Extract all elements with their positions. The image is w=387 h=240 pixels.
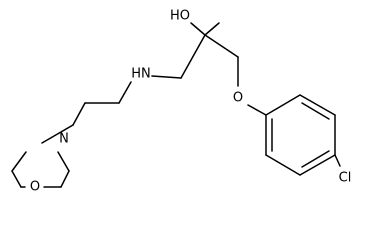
bond-ch2-nh bbox=[151, 75, 182, 79]
morpholine-oxygen-label: O bbox=[30, 180, 40, 195]
ring-bond-5 bbox=[265, 154, 301, 176]
chlorine-label: Cl bbox=[339, 171, 352, 186]
hydroxyl-label: HO bbox=[170, 9, 190, 24]
bond-c-cl bbox=[334, 154, 341, 167]
bond-n-ring-top bbox=[41, 124, 74, 144]
bond-ch2-n-morpholine bbox=[72, 102, 86, 126]
bond-ring-c1-c2 bbox=[60, 170, 70, 188]
bond-o-aryl bbox=[247, 104, 267, 116]
bond-c-ch2-left bbox=[180, 34, 206, 79]
bond-c-oh bbox=[190, 22, 206, 36]
ring-bond-4 bbox=[299, 154, 336, 176]
morpholine-nitrogen-label: N bbox=[59, 132, 69, 147]
ring-bond-1 bbox=[265, 94, 301, 116]
bond-nh-ch2 bbox=[118, 81, 132, 104]
bond-ring-c4-n bbox=[11, 151, 27, 172]
ether-oxygen-label: O bbox=[233, 91, 243, 106]
bond-ring-n-c1 bbox=[57, 151, 70, 172]
ring-bond-2 bbox=[299, 94, 336, 116]
ring-double-bond-2 bbox=[301, 150, 330, 168]
bond-c-ch2-right bbox=[204, 34, 239, 58]
bond-ring-c3-c4 bbox=[11, 170, 22, 188]
bond-c-methyl bbox=[204, 22, 220, 36]
ring-double-bond-1 bbox=[301, 102, 330, 120]
amine-label: HN bbox=[131, 67, 151, 82]
chemical-structure: HO HN N O O Cl bbox=[11, 9, 352, 195]
